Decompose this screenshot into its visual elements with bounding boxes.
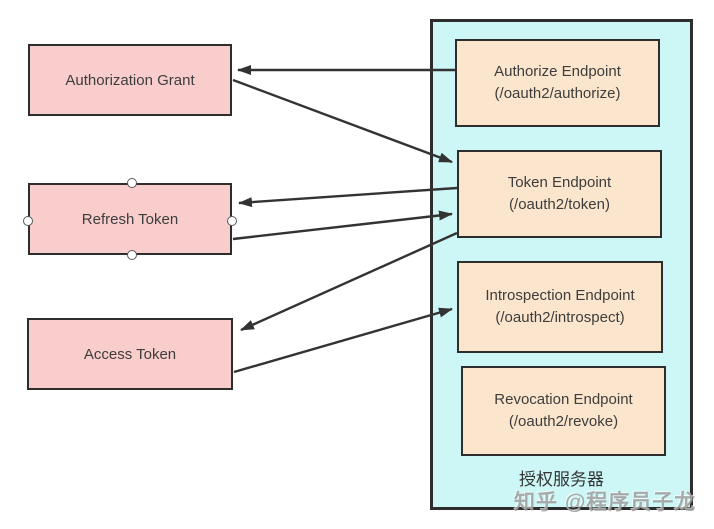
revocation-endpoint-name: Revocation Endpoint: [494, 391, 633, 408]
node-authorize-endpoint[interactable]: Authorize Endpoint (/oauth2/authorize): [455, 39, 660, 127]
arrow-token-to-access-token[interactable]: [240, 231, 458, 332]
node-token-endpoint[interactable]: Token Endpoint (/oauth2/token): [457, 150, 662, 238]
resize-handle-top[interactable]: [127, 178, 137, 188]
node-introspection-endpoint[interactable]: Introspection Endpoint (/oauth2/introspe…: [457, 261, 663, 353]
authorization-server-label: 授权服务器: [519, 470, 604, 489]
resize-handle-bottom[interactable]: [127, 250, 137, 260]
node-authorization-grant-label: Authorization Grant: [65, 71, 195, 89]
node-refresh-token[interactable]: Refresh Token: [23, 178, 237, 260]
arrow-access-token-to-introspection[interactable]: [233, 307, 453, 374]
token-endpoint-name: Token Endpoint: [507, 174, 612, 191]
arrow-token-to-refresh-token[interactable]: [238, 186, 458, 208]
node-revocation-endpoint[interactable]: Revocation Endpoint (/oauth2/revoke): [461, 366, 666, 456]
node-refresh-token-label: Refresh Token: [81, 210, 179, 228]
zhihu-watermark: 知乎 @程序员子龙: [514, 491, 697, 514]
node-access-token[interactable]: Access Token: [27, 318, 233, 390]
introspection-endpoint-path: (/oauth2/introspect): [495, 309, 625, 326]
revocation-endpoint-path: (/oauth2/revoke): [508, 413, 619, 430]
authorize-endpoint-path: (/oauth2/authorize): [494, 85, 621, 102]
node-authorization-grant[interactable]: Authorization Grant: [28, 44, 232, 116]
arrow-refresh-token-to-token[interactable]: [232, 210, 453, 241]
resize-handle-right[interactable]: [227, 216, 237, 226]
arrow-authorization-grant-to-token[interactable]: [232, 78, 453, 164]
authorize-endpoint-name: Authorize Endpoint: [494, 63, 621, 80]
node-access-token-label: Access Token: [83, 345, 177, 363]
introspection-endpoint-name: Introspection Endpoint: [485, 287, 635, 304]
token-endpoint-path: (/oauth2/token): [509, 196, 610, 213]
resize-handle-left[interactable]: [23, 216, 33, 226]
